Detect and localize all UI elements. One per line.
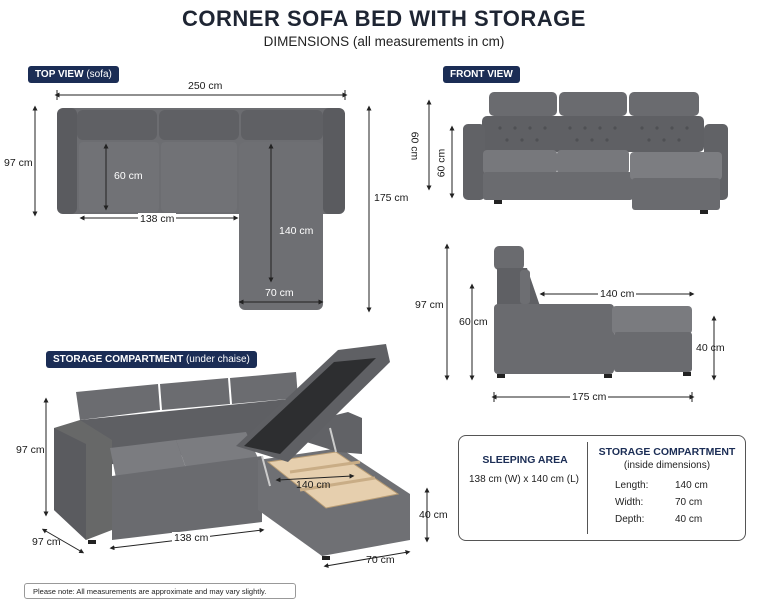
- top-chaise-length-label: 140 cm: [279, 225, 314, 237]
- front-view-sofa: [463, 92, 728, 214]
- side-height-label: 97 cm: [415, 299, 444, 311]
- storage-length-row-value: 140 cm: [675, 480, 708, 491]
- storage-view-sofa: [54, 344, 410, 560]
- top-view-tag-note: (sofa): [86, 69, 112, 80]
- storage-view-tag-note: (under chaise): [185, 354, 250, 365]
- storage-depth-row-label: Depth:: [615, 514, 645, 525]
- side-chaise-length-label: 140 cm: [598, 288, 637, 300]
- storage-height-inner-label: 40 cm: [419, 509, 448, 521]
- page-subtitle: DIMENSIONS (all measurements in cm): [263, 34, 505, 49]
- storage-length-label: 140 cm: [296, 479, 331, 491]
- side-chaise-height-label: 40 cm: [696, 342, 725, 354]
- storage-view-tag: STORAGE COMPARTMENT (under chaise): [46, 351, 257, 368]
- front-view-dimension-lines: [426, 99, 455, 199]
- storage-depth-label: 97 cm: [32, 536, 61, 548]
- front-seat-height-label: 60 cm: [435, 148, 448, 178]
- side-seat-height-label: 60 cm: [459, 316, 488, 328]
- storage-compartment-subheading: (inside dimensions): [623, 460, 711, 471]
- front-view-tag: FRONT VIEW: [443, 66, 520, 83]
- top-chaise-width-label: 70 cm: [265, 287, 294, 299]
- storage-length-row-label: Length:: [615, 480, 649, 491]
- storage-chaise-width-label: 70 cm: [366, 554, 395, 566]
- top-view-sofa: [57, 108, 345, 310]
- info-box: SLEEPING AREA 138 cm (W) x 140 cm (L) ST…: [458, 435, 746, 541]
- front-height-label: 60 cm: [408, 131, 421, 161]
- disclaimer-note: Please note: All measurements are approx…: [24, 583, 296, 599]
- info-box-divider: [587, 442, 588, 534]
- top-seat-width-label: 138 cm: [138, 213, 177, 225]
- top-view-dimension-lines: [32, 90, 372, 313]
- top-seat-depth-label: 60 cm: [114, 170, 143, 182]
- side-view-sofa: [494, 246, 692, 378]
- front-view-tag-label: FRONT VIEW: [450, 69, 513, 80]
- storage-compartment-heading: STORAGE COMPARTMENT: [598, 446, 736, 458]
- storage-view-tag-label: STORAGE COMPARTMENT: [53, 354, 184, 365]
- top-width-label: 250 cm: [186, 80, 225, 92]
- side-total-length-label: 175 cm: [570, 391, 609, 403]
- top-depth-label: 97 cm: [4, 157, 33, 169]
- storage-width-row-value: 70 cm: [675, 497, 703, 508]
- sleeping-area-heading: SLEEPING AREA: [482, 454, 568, 466]
- storage-height-label: 97 cm: [16, 444, 45, 456]
- storage-width-row-label: Width:: [615, 497, 644, 508]
- storage-seat-width-label: 138 cm: [172, 532, 211, 544]
- top-total-length-label: 175 cm: [374, 192, 409, 204]
- top-view-tag: TOP VIEW (sofa): [28, 66, 119, 83]
- top-view-tag-label: TOP VIEW: [35, 69, 84, 80]
- storage-depth-row-value: 40 cm: [675, 514, 703, 525]
- sleeping-area-text: 138 cm (W) x 140 cm (L): [468, 474, 580, 485]
- page-title: CORNER SOFA BED WITH STORAGE: [182, 6, 586, 31]
